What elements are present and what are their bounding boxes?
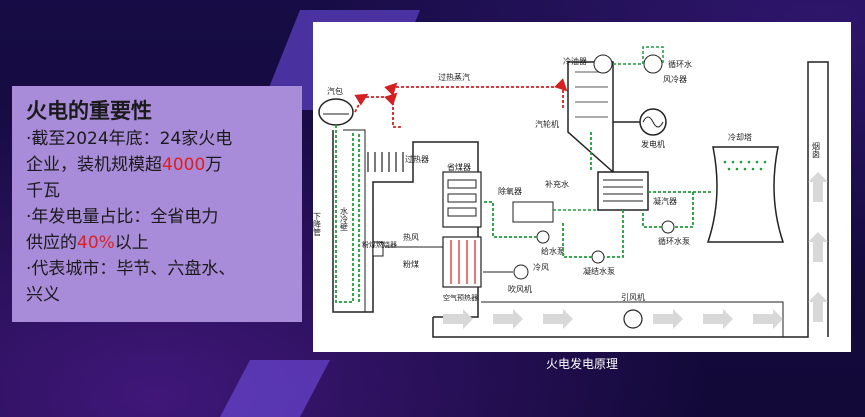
flue-gas-duct-inner — [481, 301, 784, 337]
label-hot-air: 热风 — [403, 232, 419, 242]
label-circulating-water: 循环水 — [668, 59, 692, 69]
label-superheater: 过热器 — [405, 154, 429, 164]
cooling-tower-icon — [706, 146, 785, 243]
economizer-box — [442, 171, 482, 228]
economizer-tube-2 — [447, 193, 477, 203]
steam-line — [354, 78, 568, 113]
label-induced-fan: 引风机 — [621, 292, 645, 302]
card-line-3: 千瓦 — [26, 181, 60, 201]
air-preheater-tubes — [450, 240, 476, 284]
label-water-wall: 水冷壁 — [340, 206, 349, 231]
induced-fan-icon — [623, 309, 643, 329]
card-line-2-text: 企业，装机规模超 — [26, 155, 162, 175]
card-line-1: ·截至2024年底：24家火电 — [26, 126, 288, 152]
oil-cooler-icon — [593, 54, 613, 74]
condenser-box — [597, 171, 649, 211]
condensate-pump-icon — [591, 250, 605, 264]
flue-gas-duct — [432, 61, 829, 338]
card-line-4: ·年发电量占比：全省电力 — [26, 207, 219, 227]
card-line-5-suffix: 以上 — [114, 233, 149, 253]
label-chimney: 烟囱 — [812, 142, 821, 159]
label-air-preheater: 空气预热器 — [443, 293, 478, 302]
card-line-6: ·代表城市：毕节、六盘水、 — [26, 259, 236, 279]
label-blower: 吹风机 — [508, 284, 532, 294]
flue-gas-arrows — [443, 172, 828, 329]
card-line-1-text: ·截至2024年底：24家火电 — [26, 129, 233, 149]
label-makeup-water: 补充水 — [545, 179, 569, 189]
blower-icon — [513, 264, 529, 280]
condensate-line — [604, 210, 624, 258]
feed-water-line — [481, 201, 537, 238]
label-coal-burner: 粉煤燃烧器 — [362, 240, 397, 249]
feed-pump-icon — [536, 230, 550, 244]
circ-water-out — [648, 191, 694, 228]
card-line-2: 企业，装机规模超4000万 — [26, 152, 288, 178]
diagram-svg: 汽包 过热蒸汽 过热器 下降管 水冷壁 粉煤燃烧器 热风 粉煤 省煤器 空气预热… — [313, 46, 829, 338]
cooling-tower-drops — [723, 160, 767, 171]
card-line-2-suffix: 万 — [205, 155, 223, 175]
circ-water-return — [642, 210, 662, 228]
power-plant-diagram: 汽包 过热蒸汽 过热器 下降管 水冷壁 粉煤燃烧器 热风 粉煤 省煤器 空气预热… — [313, 22, 851, 352]
turbine-blades — [575, 71, 608, 118]
label-cold-air: 冷风 — [533, 262, 549, 272]
stripe-bottom — [220, 360, 330, 417]
label-feed-pump: 给水泵 — [541, 246, 565, 256]
label-air-cooler: 风冷器 — [663, 74, 687, 84]
label-superheated-steam: 过热蒸汽 — [438, 72, 470, 82]
economizer-tube-3 — [447, 207, 477, 217]
boiler-inner-wall — [343, 129, 366, 312]
burner-icon — [372, 241, 384, 257]
capacity-highlight: 4000 — [162, 155, 206, 175]
card-line-7: 兴义 — [26, 285, 60, 305]
label-downcomer: 下降管 — [313, 212, 322, 237]
condensate-to-deaerator — [562, 222, 592, 258]
circ-pump-icon — [661, 220, 675, 234]
air-cooler-icon — [643, 54, 663, 74]
superheater-coils — [367, 152, 404, 172]
label-condensate-pump: 凝结水泵 — [583, 266, 615, 276]
diagram-caption: 火电发电原理 — [545, 357, 618, 371]
label-cooling-tower: 冷却塔 — [728, 132, 752, 142]
share-highlight: 40% — [77, 233, 115, 253]
card-line-5: 供应的40%以上 — [26, 230, 288, 256]
steam-branch — [392, 97, 401, 128]
label-generator: 发电机 — [641, 139, 665, 149]
info-card: 火电的重要性 ·截至2024年底：24家火电 企业，装机规模超4000万 千瓦 … — [12, 86, 302, 322]
card-title: 火电的重要性 — [26, 99, 152, 123]
label-economizer: 省煤器 — [447, 162, 471, 172]
label-drum: 汽包 — [327, 86, 343, 96]
label-oil-cooler: 冷油器 — [563, 56, 587, 66]
economizer-tube-1 — [447, 179, 477, 189]
label-deaerator: 除氧器 — [498, 186, 522, 196]
cooler-water-line — [613, 46, 664, 65]
label-circ-pump: 循环水泵 — [658, 236, 690, 246]
downcomer-line — [335, 125, 354, 303]
label-turbine: 汽轮机 — [535, 119, 559, 129]
deaerator-box — [512, 201, 554, 223]
generator-symbol — [642, 116, 664, 128]
drum-icon — [318, 98, 354, 126]
card-line-5-text: 供应的 — [26, 233, 77, 253]
label-pulverized-coal: 粉煤 — [403, 259, 419, 269]
condenser-tubes — [603, 179, 643, 202]
label-condenser: 凝汽器 — [653, 196, 677, 206]
